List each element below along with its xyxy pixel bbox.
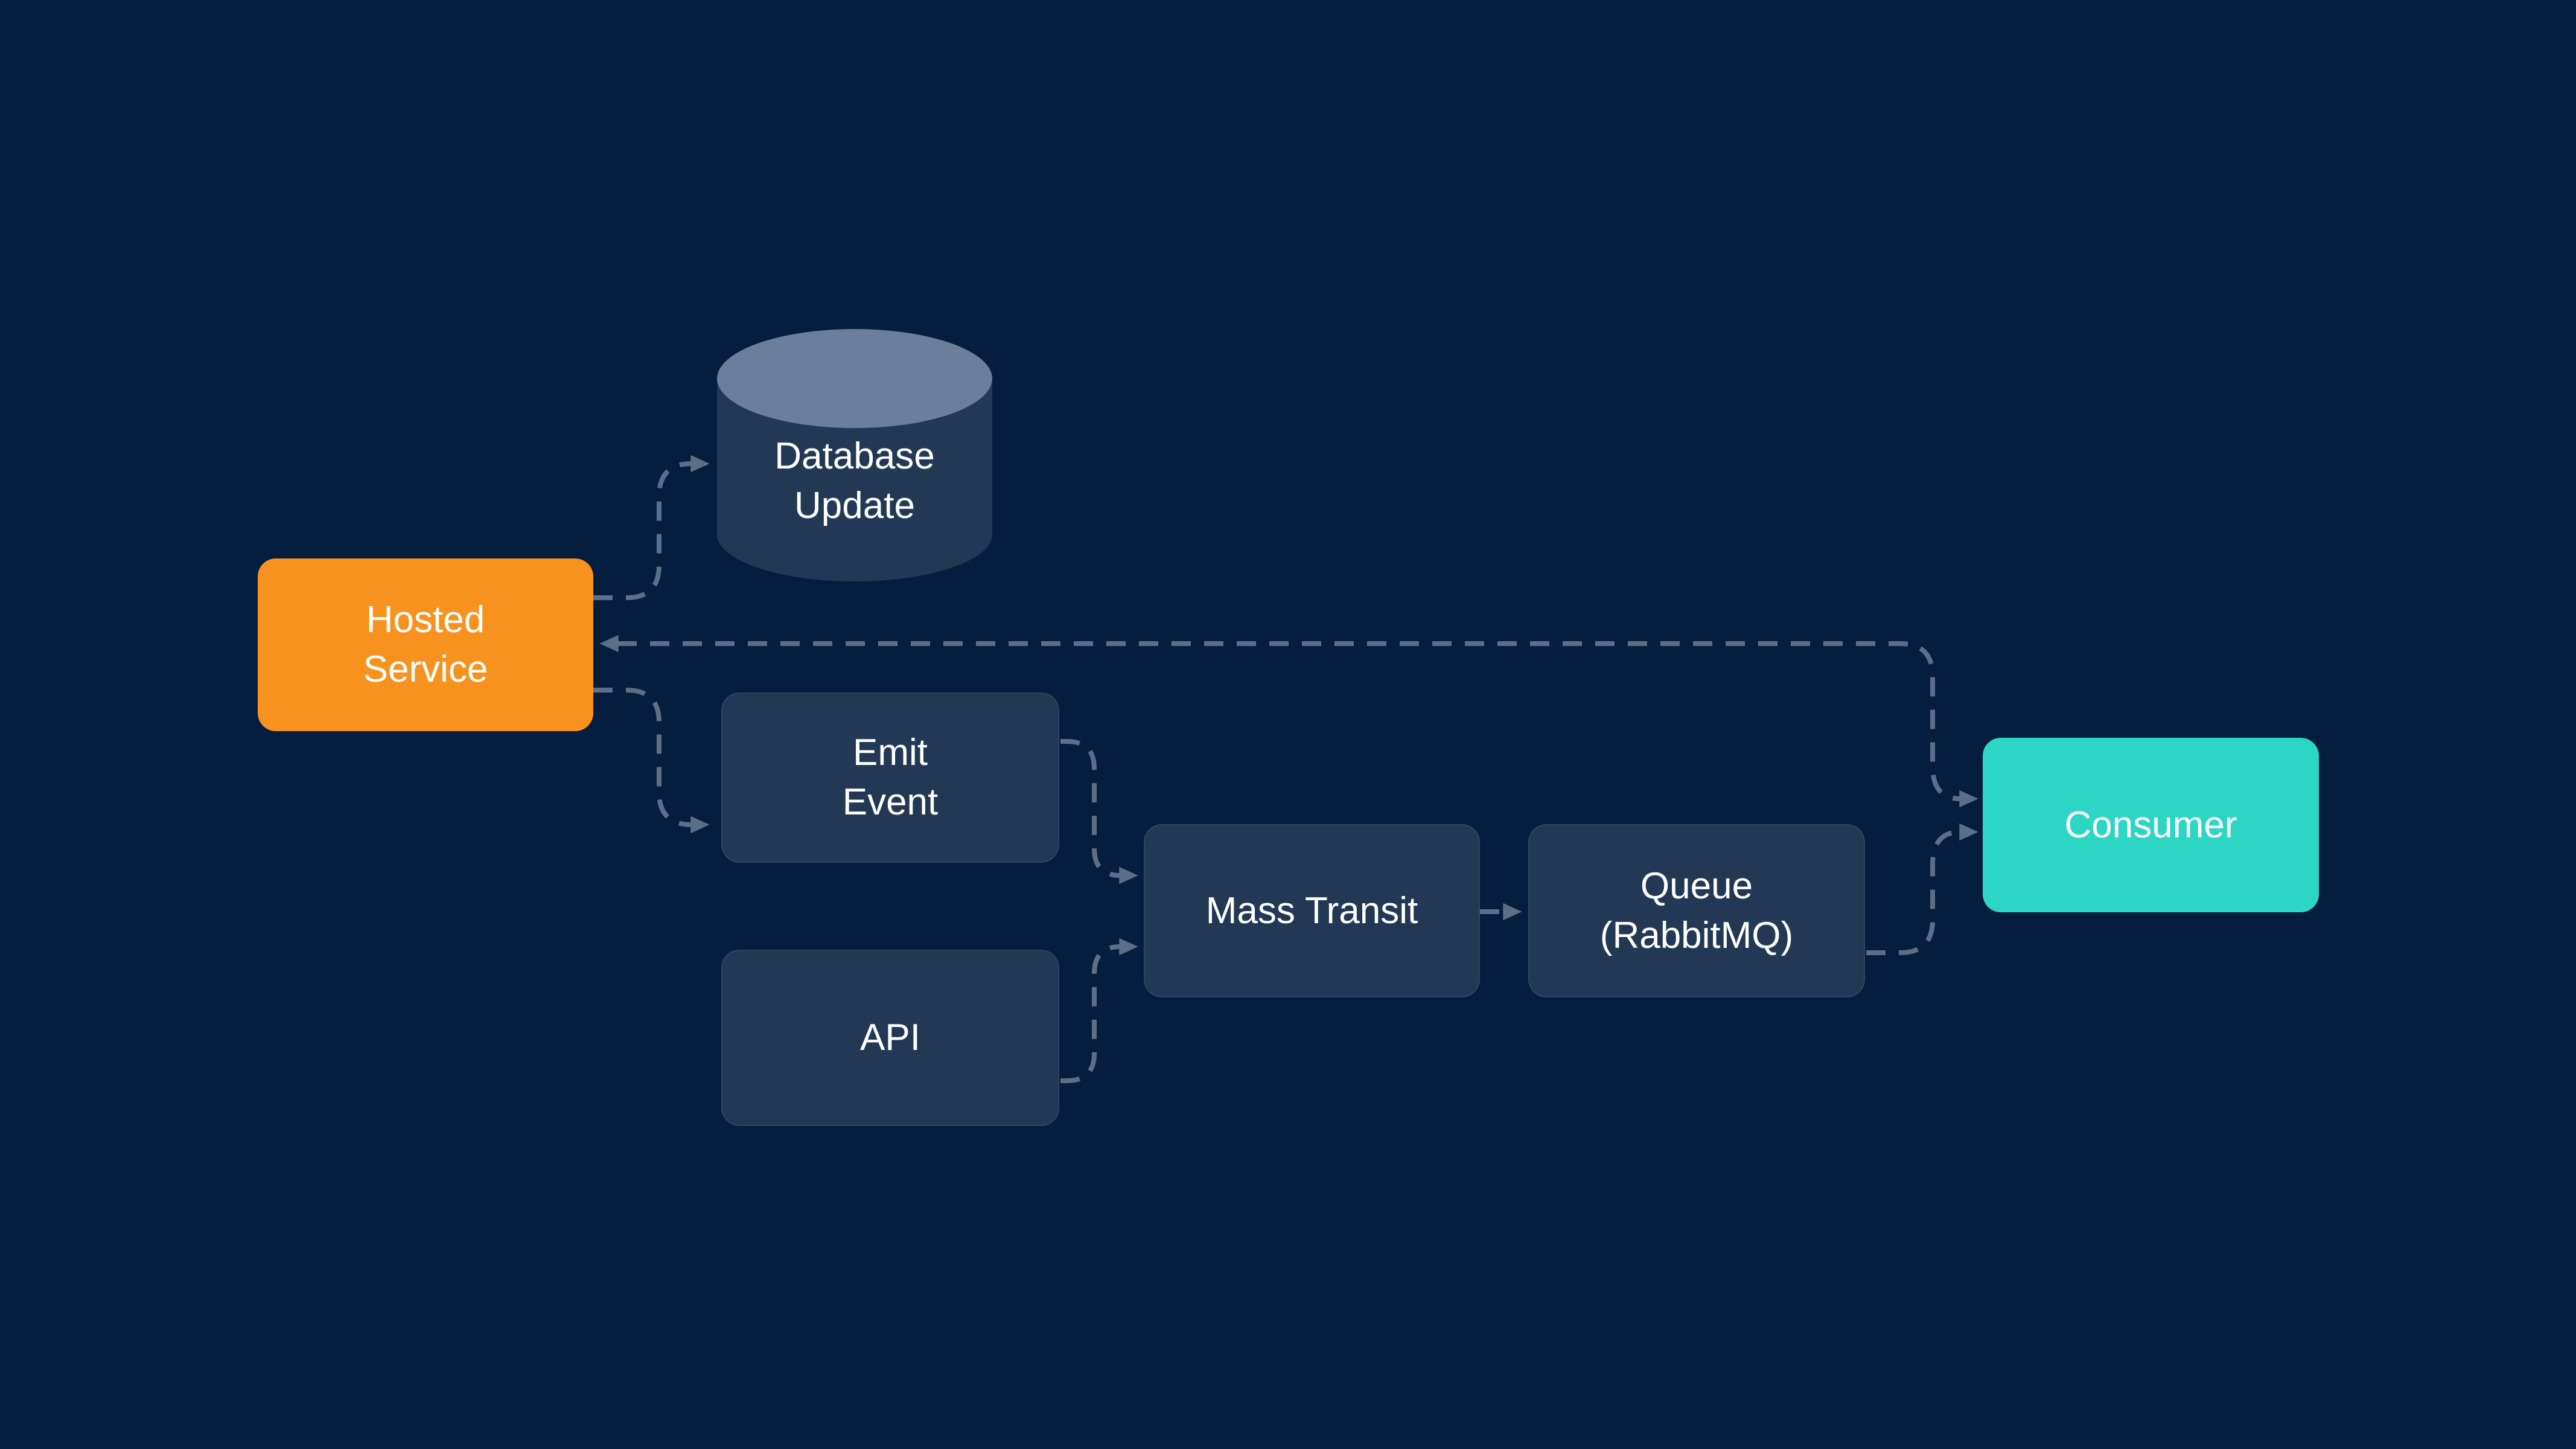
cylinder-body xyxy=(717,379,992,581)
node-database-update-label-line2: Update xyxy=(794,485,915,526)
database-cylinder-icon xyxy=(717,329,992,581)
node-emit-event: Emit Event xyxy=(721,693,1059,863)
node-consumer-label-line1: Consumer xyxy=(2064,804,2237,846)
node-mass-transit-label-line1: Mass Transit xyxy=(1205,889,1418,932)
node-database-update: Database Update xyxy=(716,328,993,584)
node-queue-rabbitmq: Queue (RabbitMQ) xyxy=(1528,824,1865,997)
node-emit-event-label-line1: Emit xyxy=(853,732,928,773)
edge-hosted-service-to-database-update xyxy=(593,455,710,600)
node-database-update-label-line1: Database xyxy=(774,435,935,477)
node-queue-rabbitmq-label-line2: (RabbitMQ) xyxy=(1599,914,1794,956)
node-api: API xyxy=(721,950,1059,1126)
cylinder-top-ellipse xyxy=(717,329,992,428)
node-queue-rabbitmq-label-line1: Queue xyxy=(1640,865,1753,907)
edge-hosted-service-to-emit-event xyxy=(593,688,710,834)
node-emit-event-label-line2: Event xyxy=(842,781,939,823)
node-consumer: Consumer xyxy=(1983,738,2319,912)
node-database-update-label: Database Update xyxy=(716,379,993,584)
node-mass-transit: Mass Transit xyxy=(1144,824,1480,997)
edge-emit-event-to-mass-transit xyxy=(1060,739,1138,884)
node-hosted-service: Hosted Service xyxy=(258,558,593,731)
edge-queue-to-consumer xyxy=(1866,823,1978,955)
node-api-label-line1: API xyxy=(860,1017,920,1058)
node-hosted-service-label-line1: Hosted xyxy=(366,599,485,641)
edge-api-to-mass-transit xyxy=(1060,938,1138,1083)
node-hosted-service-label-line2: Service xyxy=(363,648,488,690)
